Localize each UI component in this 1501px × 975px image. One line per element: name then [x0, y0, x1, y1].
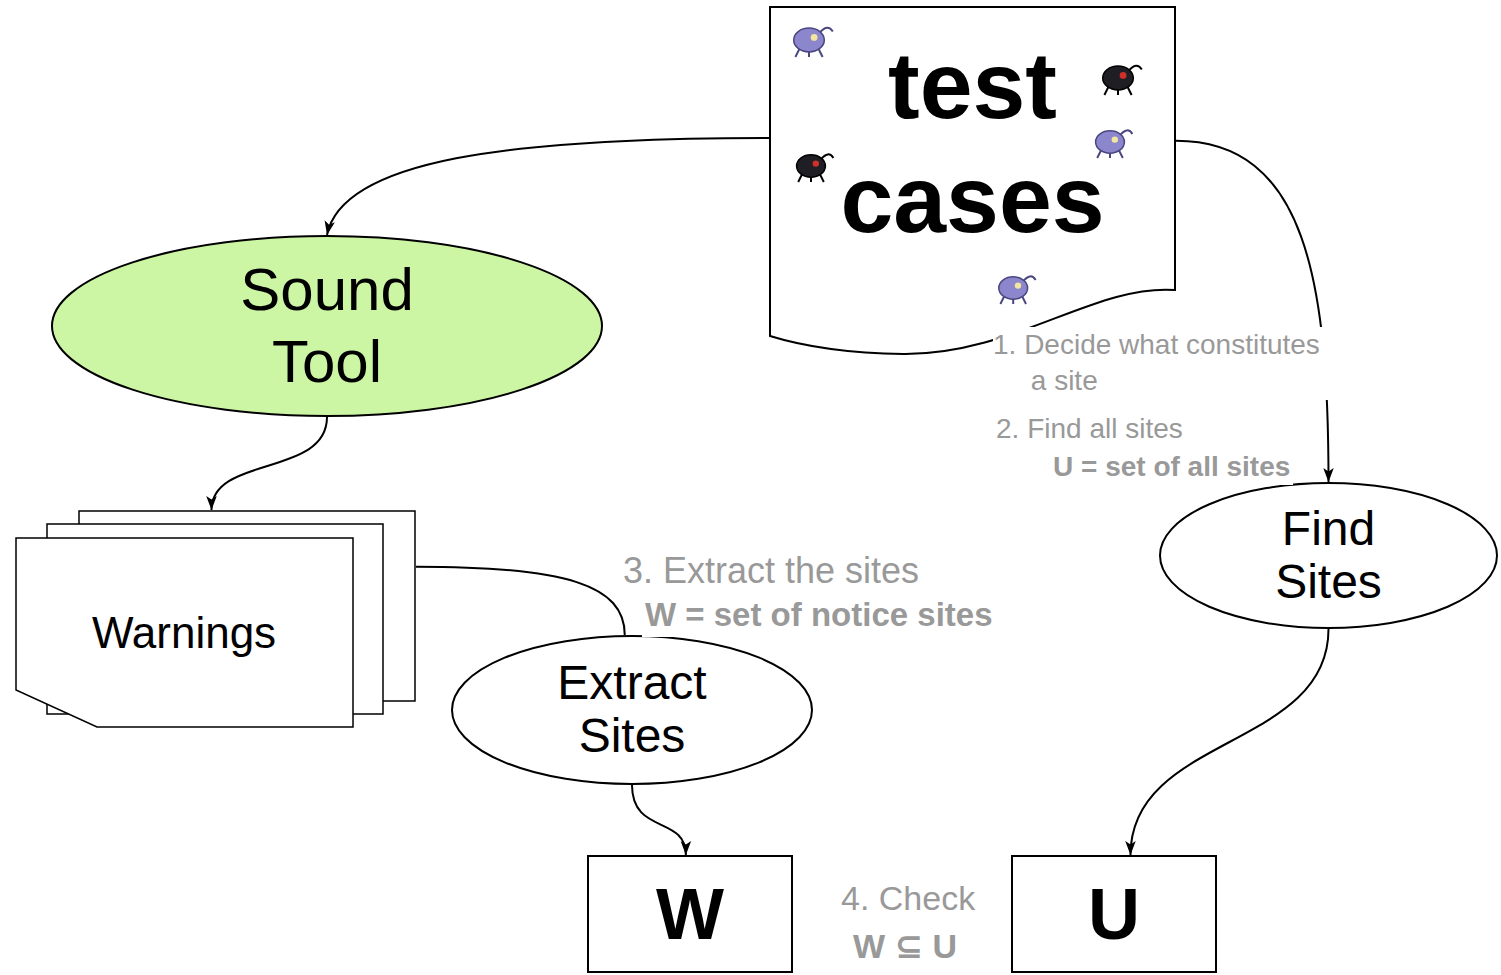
tool-ellipse: Sound Tool — [51, 235, 603, 417]
bug-body — [794, 28, 825, 52]
bug-icon — [999, 276, 1036, 304]
step-note: 2. Find all sites — [993, 411, 1186, 447]
process-ellipse: Extract Sites — [451, 635, 813, 785]
ellipse-shape — [452, 636, 812, 784]
bug-icon — [797, 154, 834, 182]
set-definition: W = set of notice sites — [642, 594, 996, 637]
connector — [1176, 141, 1329, 482]
set-definition: W ⊆ U — [850, 924, 960, 968]
step-note: 4. Check — [838, 876, 978, 920]
box-shape — [1012, 856, 1216, 972]
set-box: W — [587, 855, 793, 973]
connector — [211, 417, 327, 510]
connector — [416, 567, 625, 635]
connector — [632, 785, 686, 855]
ellipse-shape — [52, 236, 602, 416]
bug-eye — [1120, 72, 1127, 79]
node-label: U — [1088, 871, 1140, 957]
bug-eye — [1112, 136, 1118, 142]
node-label: Extract Sites — [522, 657, 742, 763]
node-label: Find Sites — [1229, 503, 1429, 609]
node-label: test cases — [818, 28, 1128, 256]
warnings-stack: Warnings — [15, 510, 416, 728]
page-shape — [16, 538, 353, 727]
bug-icon — [794, 28, 833, 57]
bug-body — [1103, 66, 1134, 90]
box-shape — [588, 856, 792, 972]
connector — [1130, 629, 1328, 855]
step-note: 1. Decide what constitutes a site — [993, 327, 1334, 400]
node-label: Warnings — [92, 607, 276, 660]
bug-eye — [811, 34, 818, 41]
bug-eye — [1015, 282, 1021, 288]
set-box: U — [1011, 855, 1217, 973]
node-label: Sound Tool — [187, 254, 467, 398]
connector — [327, 138, 769, 235]
bug-eye — [813, 160, 819, 166]
document-shape: test cases — [769, 6, 1176, 356]
ellipse-shape — [1160, 483, 1497, 628]
step-note: 3. Extract the sites — [620, 548, 922, 595]
bug-icon — [1103, 66, 1142, 95]
document-shape — [770, 7, 1175, 354]
node-label: W — [656, 871, 724, 957]
bug-body — [999, 277, 1028, 299]
set-definition: U = set of all sites — [1050, 449, 1293, 485]
process-ellipse: Find Sites — [1159, 482, 1498, 629]
bug-body — [797, 155, 826, 177]
